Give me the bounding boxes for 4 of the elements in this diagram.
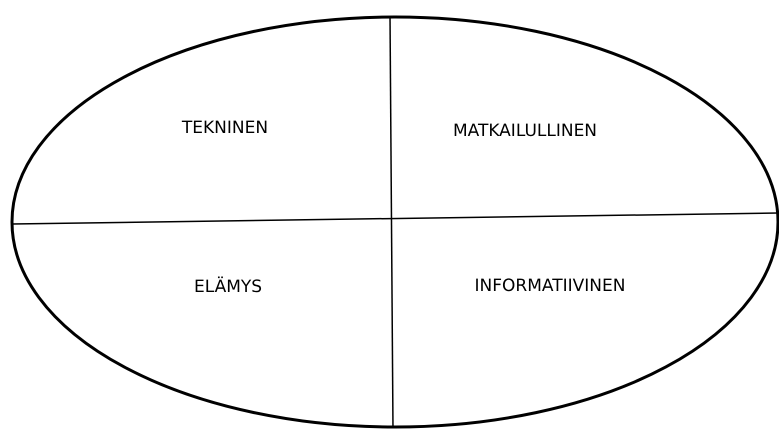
quadrant-label: ELÄMYS xyxy=(194,277,262,297)
quadrant-label: MATKAILULLINEN xyxy=(452,121,598,141)
quadrant-label: TEKNINEN xyxy=(182,118,268,138)
quadrant-label: INFORMATIIVINEN xyxy=(474,276,626,296)
